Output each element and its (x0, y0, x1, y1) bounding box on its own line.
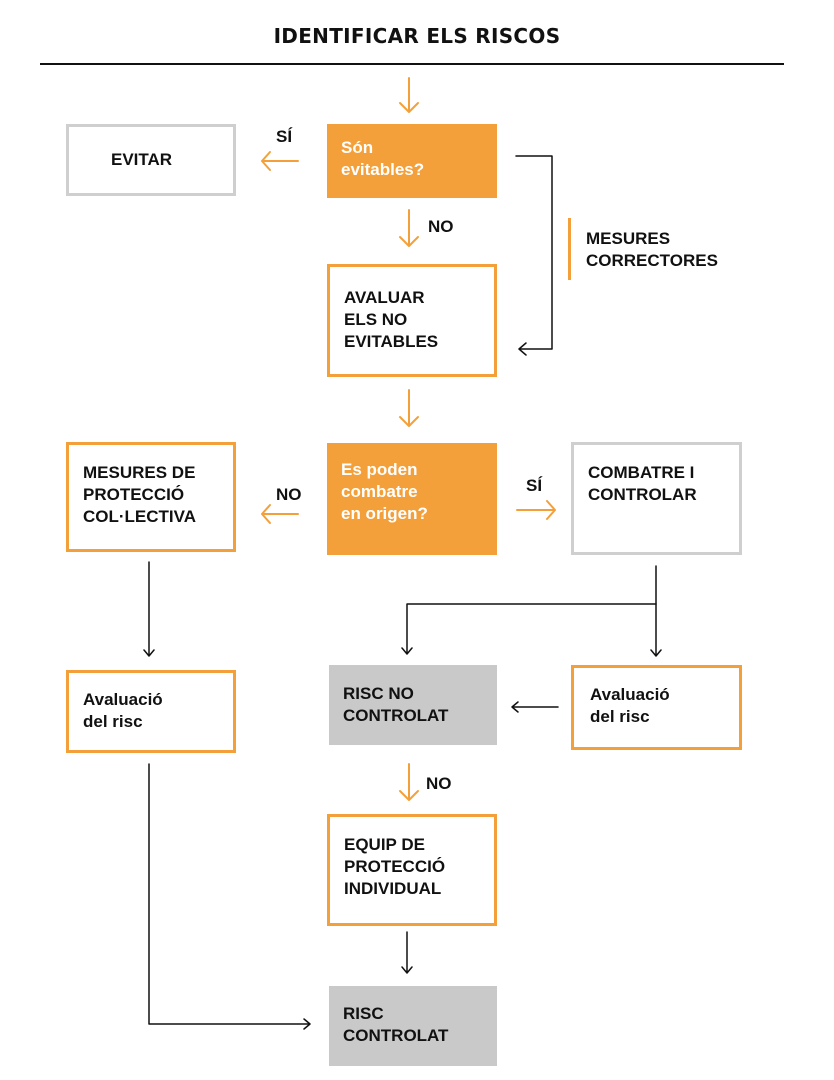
correctores-marker (568, 218, 571, 280)
label-no-3: NO (426, 774, 452, 793)
node-evitar: EVITAR (66, 124, 236, 196)
arrow-evitables-to-evitar (261, 151, 299, 171)
label-mesures-correctores: MESURES CORRECTORES (586, 229, 718, 270)
node-avaluacio-left: Avaluació del risc (66, 670, 236, 753)
connector-equip-to-controlat (401, 931, 413, 974)
node-son-evitables: Són evitables? (327, 124, 497, 198)
label-no-2: NO (276, 485, 302, 504)
title-divider (40, 63, 784, 65)
arrow-title-to-evitables (399, 77, 419, 113)
arrow-evitables-to-avaluar (399, 209, 419, 247)
black-connectors (143, 155, 662, 1030)
node-equip: EQUIP DE PROTECCIÓ INDIVIDUAL (327, 814, 497, 926)
label-no-1: NO (428, 217, 454, 236)
label-si-2: SÍ (526, 476, 543, 495)
arrow-avaluar-to-combatre (399, 389, 419, 427)
node-risc-controlat: RISC CONTROLAT (329, 986, 497, 1066)
node-risc-no-controlat: RISC NO CONTROLAT (329, 665, 497, 745)
arrow-combatre-to-controlar (516, 500, 556, 520)
arrow-nocontrolat-to-equip (399, 763, 419, 801)
connector-combatre-split (650, 565, 662, 657)
page-title: IDENTIFICAR ELS RISCOS (273, 24, 561, 48)
node-es-poden-combatre: Es poden combatre en origen? (327, 443, 497, 555)
orange-arrows (261, 77, 556, 801)
connector-split-to-nocontrolat (401, 603, 657, 655)
connector-avaluacio-to-nocontrolat (511, 701, 559, 713)
node-mesures-proteccio: MESURES DE PROTECCIÓ COL·LECTIVA (66, 442, 236, 552)
arrow-combatre-to-mesures (261, 504, 299, 524)
node-avaluar: AVALUAR ELS NO EVITABLES (327, 264, 497, 377)
connector-avaluacio-left-to-controlat (148, 763, 311, 1030)
node-combatre: COMBATRE I CONTROLAR (571, 442, 742, 555)
connector-correctores (515, 155, 553, 356)
connector-mesures-to-avaluacio (143, 561, 155, 657)
label-si-1: SÍ (276, 127, 293, 146)
node-avaluacio-right: Avaluació del risc (571, 665, 742, 750)
